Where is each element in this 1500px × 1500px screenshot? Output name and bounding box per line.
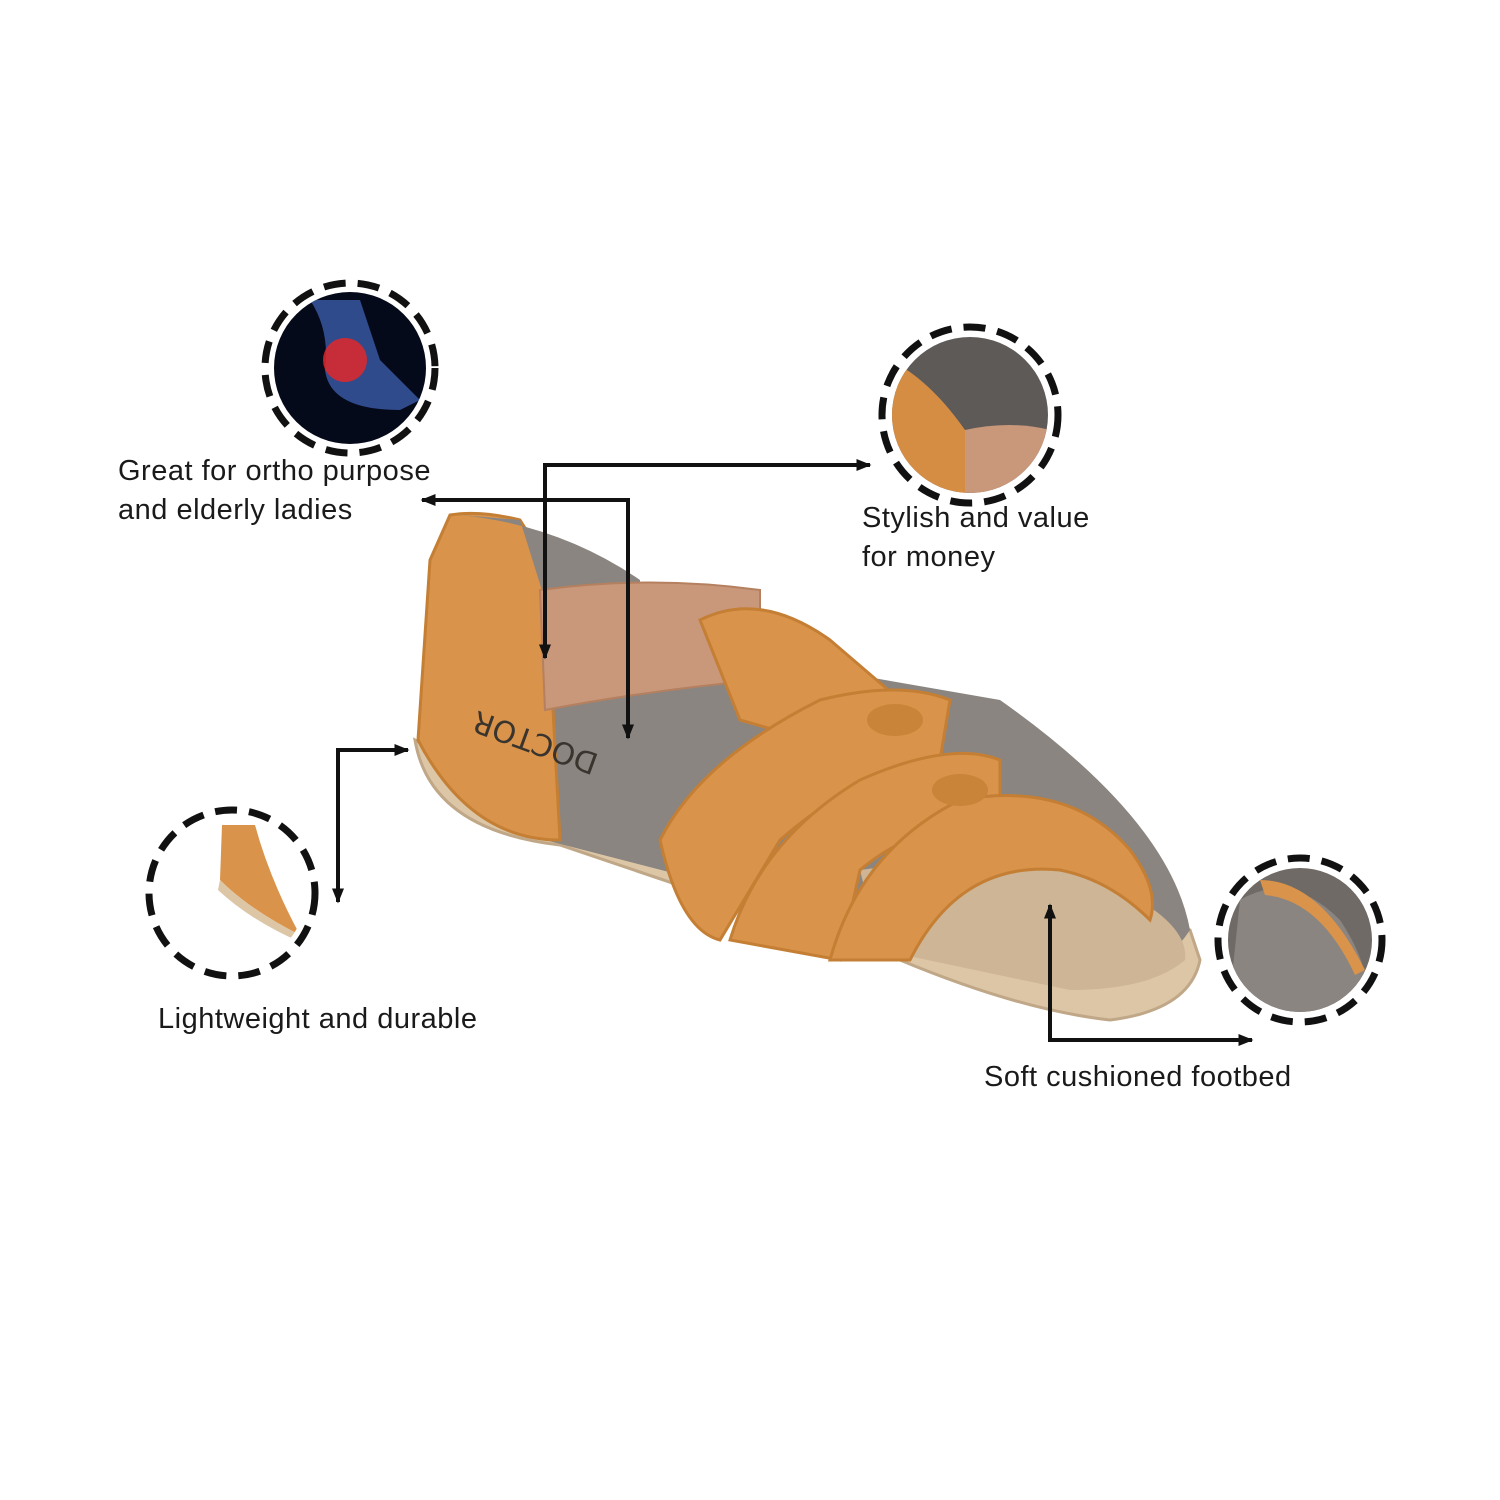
feature-ortho-line2: and elderly ladies [118, 494, 353, 526]
sandal: DOCTOR [413, 511, 1202, 1022]
arrow-stylish [543, 459, 872, 655]
feature-stylish-line1: Stylish and value [862, 502, 1090, 534]
foot-xray-icon [261, 279, 439, 457]
footbed-closeup-icon [1214, 854, 1386, 1026]
sole-closeup-icon [145, 806, 319, 980]
knot-2 [932, 774, 988, 806]
feature-lightweight-line1: Lightweight and durable [158, 1003, 478, 1035]
heel-inner [460, 515, 640, 600]
feature-stylish-line2: for money [862, 541, 996, 573]
feature-footbed-line1: Soft cushioned footbed [984, 1061, 1292, 1093]
knot-1 [867, 704, 923, 736]
strap-closeup-icon [878, 323, 1062, 507]
strap-3 [828, 794, 1154, 962]
feature-ortho: Great for ortho purpose and elderly ladi… [118, 452, 431, 530]
feature-footbed: Soft cushioned footbed [984, 1058, 1292, 1097]
feature-lightweight: Lightweight and durable [158, 1000, 477, 1039]
heel-counter [416, 511, 562, 842]
feature-ortho-line1: Great for ortho purpose [118, 455, 431, 487]
feature-stylish: Stylish and value for money [862, 499, 1090, 577]
arrow-ortho [420, 494, 630, 735]
callout-arrows [332, 459, 1254, 1046]
strap-1 [658, 688, 952, 942]
arrow-lightweight [336, 744, 410, 850]
